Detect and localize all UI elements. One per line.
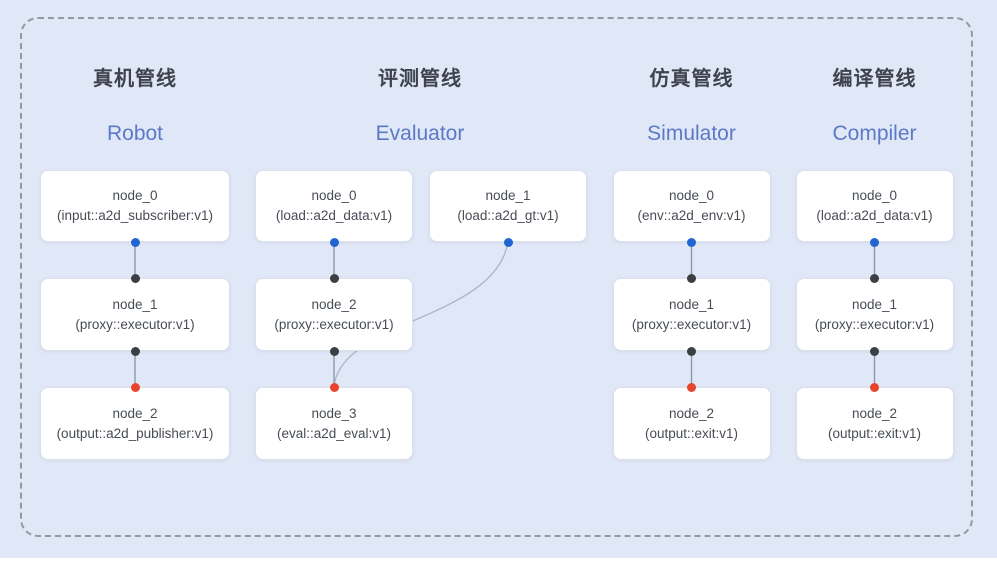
red-port-dot (329, 382, 339, 392)
simulator-node_2: node_2(output::exit:v1) (612, 387, 771, 460)
evaluator-node_3: node_3(eval::a2d_eval:v1) (255, 387, 413, 460)
node-label: node_3 (311, 405, 357, 421)
node-sublabel: (proxy::executor:v1) (631, 316, 752, 332)
pipeline-title-en-evaluator: Evaluator (375, 122, 465, 145)
node-sublabel: (load::a2d_data:v1) (816, 208, 933, 223)
node-label: node_1 (851, 296, 898, 312)
node-sublabel: (input::a2d_subscriber:v1) (56, 208, 214, 223)
blue-port-dot (687, 237, 696, 247)
dark-port-dot (130, 273, 140, 283)
red-port-dot (870, 382, 879, 392)
pipeline-title-en-simulator: Simulator (647, 122, 736, 145)
red-port-dot (687, 382, 696, 392)
node-label: node_0 (851, 188, 898, 203)
pipeline-title-en-compiler: Compiler (832, 122, 917, 145)
simulator-node_0: node_0(env::a2d_env:v1) (612, 170, 771, 242)
node-sublabel: (proxy::executor:v1) (75, 316, 195, 332)
dark-port-dot (687, 273, 696, 283)
node-sublabel: (load::a2d_data:v1) (275, 208, 393, 223)
node-sublabel: (eval::a2d_eval:v1) (276, 425, 392, 441)
node-sublabel: (output::exit:v1) (644, 425, 739, 441)
dark-port-dot (329, 273, 339, 283)
evaluator-node_2: node_2(proxy::executor:v1) (255, 278, 413, 351)
robot-node_0: node_0(input::a2d_subscriber:v1) (40, 170, 230, 242)
node-label: node_2 (851, 405, 898, 421)
blue-port-dot (870, 237, 879, 247)
node-label: node_0 (668, 188, 715, 203)
robot-node_1: node_1(proxy::executor:v1) (40, 278, 230, 351)
pipeline-title-cn-compiler: 编译管线 (832, 68, 917, 90)
compiler-node_2: node_2(output::exit:v1) (795, 387, 954, 460)
edge-curve (333, 241, 509, 388)
node-label: node_2 (112, 405, 158, 421)
dark-port-dot (870, 273, 879, 283)
node-label: node_2 (311, 296, 357, 312)
red-port-dot (130, 382, 140, 392)
dark-port-dot (687, 346, 696, 356)
node-label: node_0 (311, 188, 357, 203)
pipeline-title-cn-evaluator: 评测管线 (378, 68, 462, 90)
blue-port-dot (130, 237, 140, 247)
node-label: node_1 (485, 188, 531, 203)
simulator-node_1: node_1(proxy::executor:v1) (612, 278, 771, 351)
node-sublabel: (output::exit:v1) (827, 425, 922, 441)
node-sublabel: (load::a2d_gt:v1) (457, 208, 559, 223)
compiler-node_1: node_1(proxy::executor:v1) (795, 278, 954, 351)
compiler-node_0: node_0(load::a2d_data:v1) (795, 170, 954, 242)
dashed-border (20, 17, 973, 537)
node-sublabel: (output::a2d_publisher:v1) (56, 425, 214, 441)
pipeline-title-en-robot: Robot (106, 122, 164, 145)
evaluator-node_0: node_0(load::a2d_data:v1) (255, 170, 413, 242)
pipeline-title-cn-robot: 真机管线 (93, 68, 177, 90)
dark-port-dot (329, 346, 339, 356)
blue-port-dot (329, 237, 339, 247)
node-label: node_1 (112, 296, 158, 312)
node-label: node_1 (668, 296, 715, 312)
evaluator-node_1: node_1(load::a2d_gt:v1) (429, 170, 587, 242)
dark-port-dot (870, 346, 879, 356)
dark-port-dot (130, 346, 140, 356)
node-sublabel: (proxy::executor:v1) (274, 316, 394, 332)
node-label: node_0 (112, 188, 158, 203)
pipeline-title-cn-simulator: 仿真管线 (649, 68, 734, 90)
robot-node_2: node_2(output::a2d_publisher:v1) (40, 387, 230, 460)
node-label: node_2 (668, 405, 715, 421)
blue-port-dot (503, 237, 513, 247)
node-sublabel: (env::a2d_env:v1) (637, 208, 746, 223)
node-sublabel: (proxy::executor:v1) (814, 316, 935, 332)
